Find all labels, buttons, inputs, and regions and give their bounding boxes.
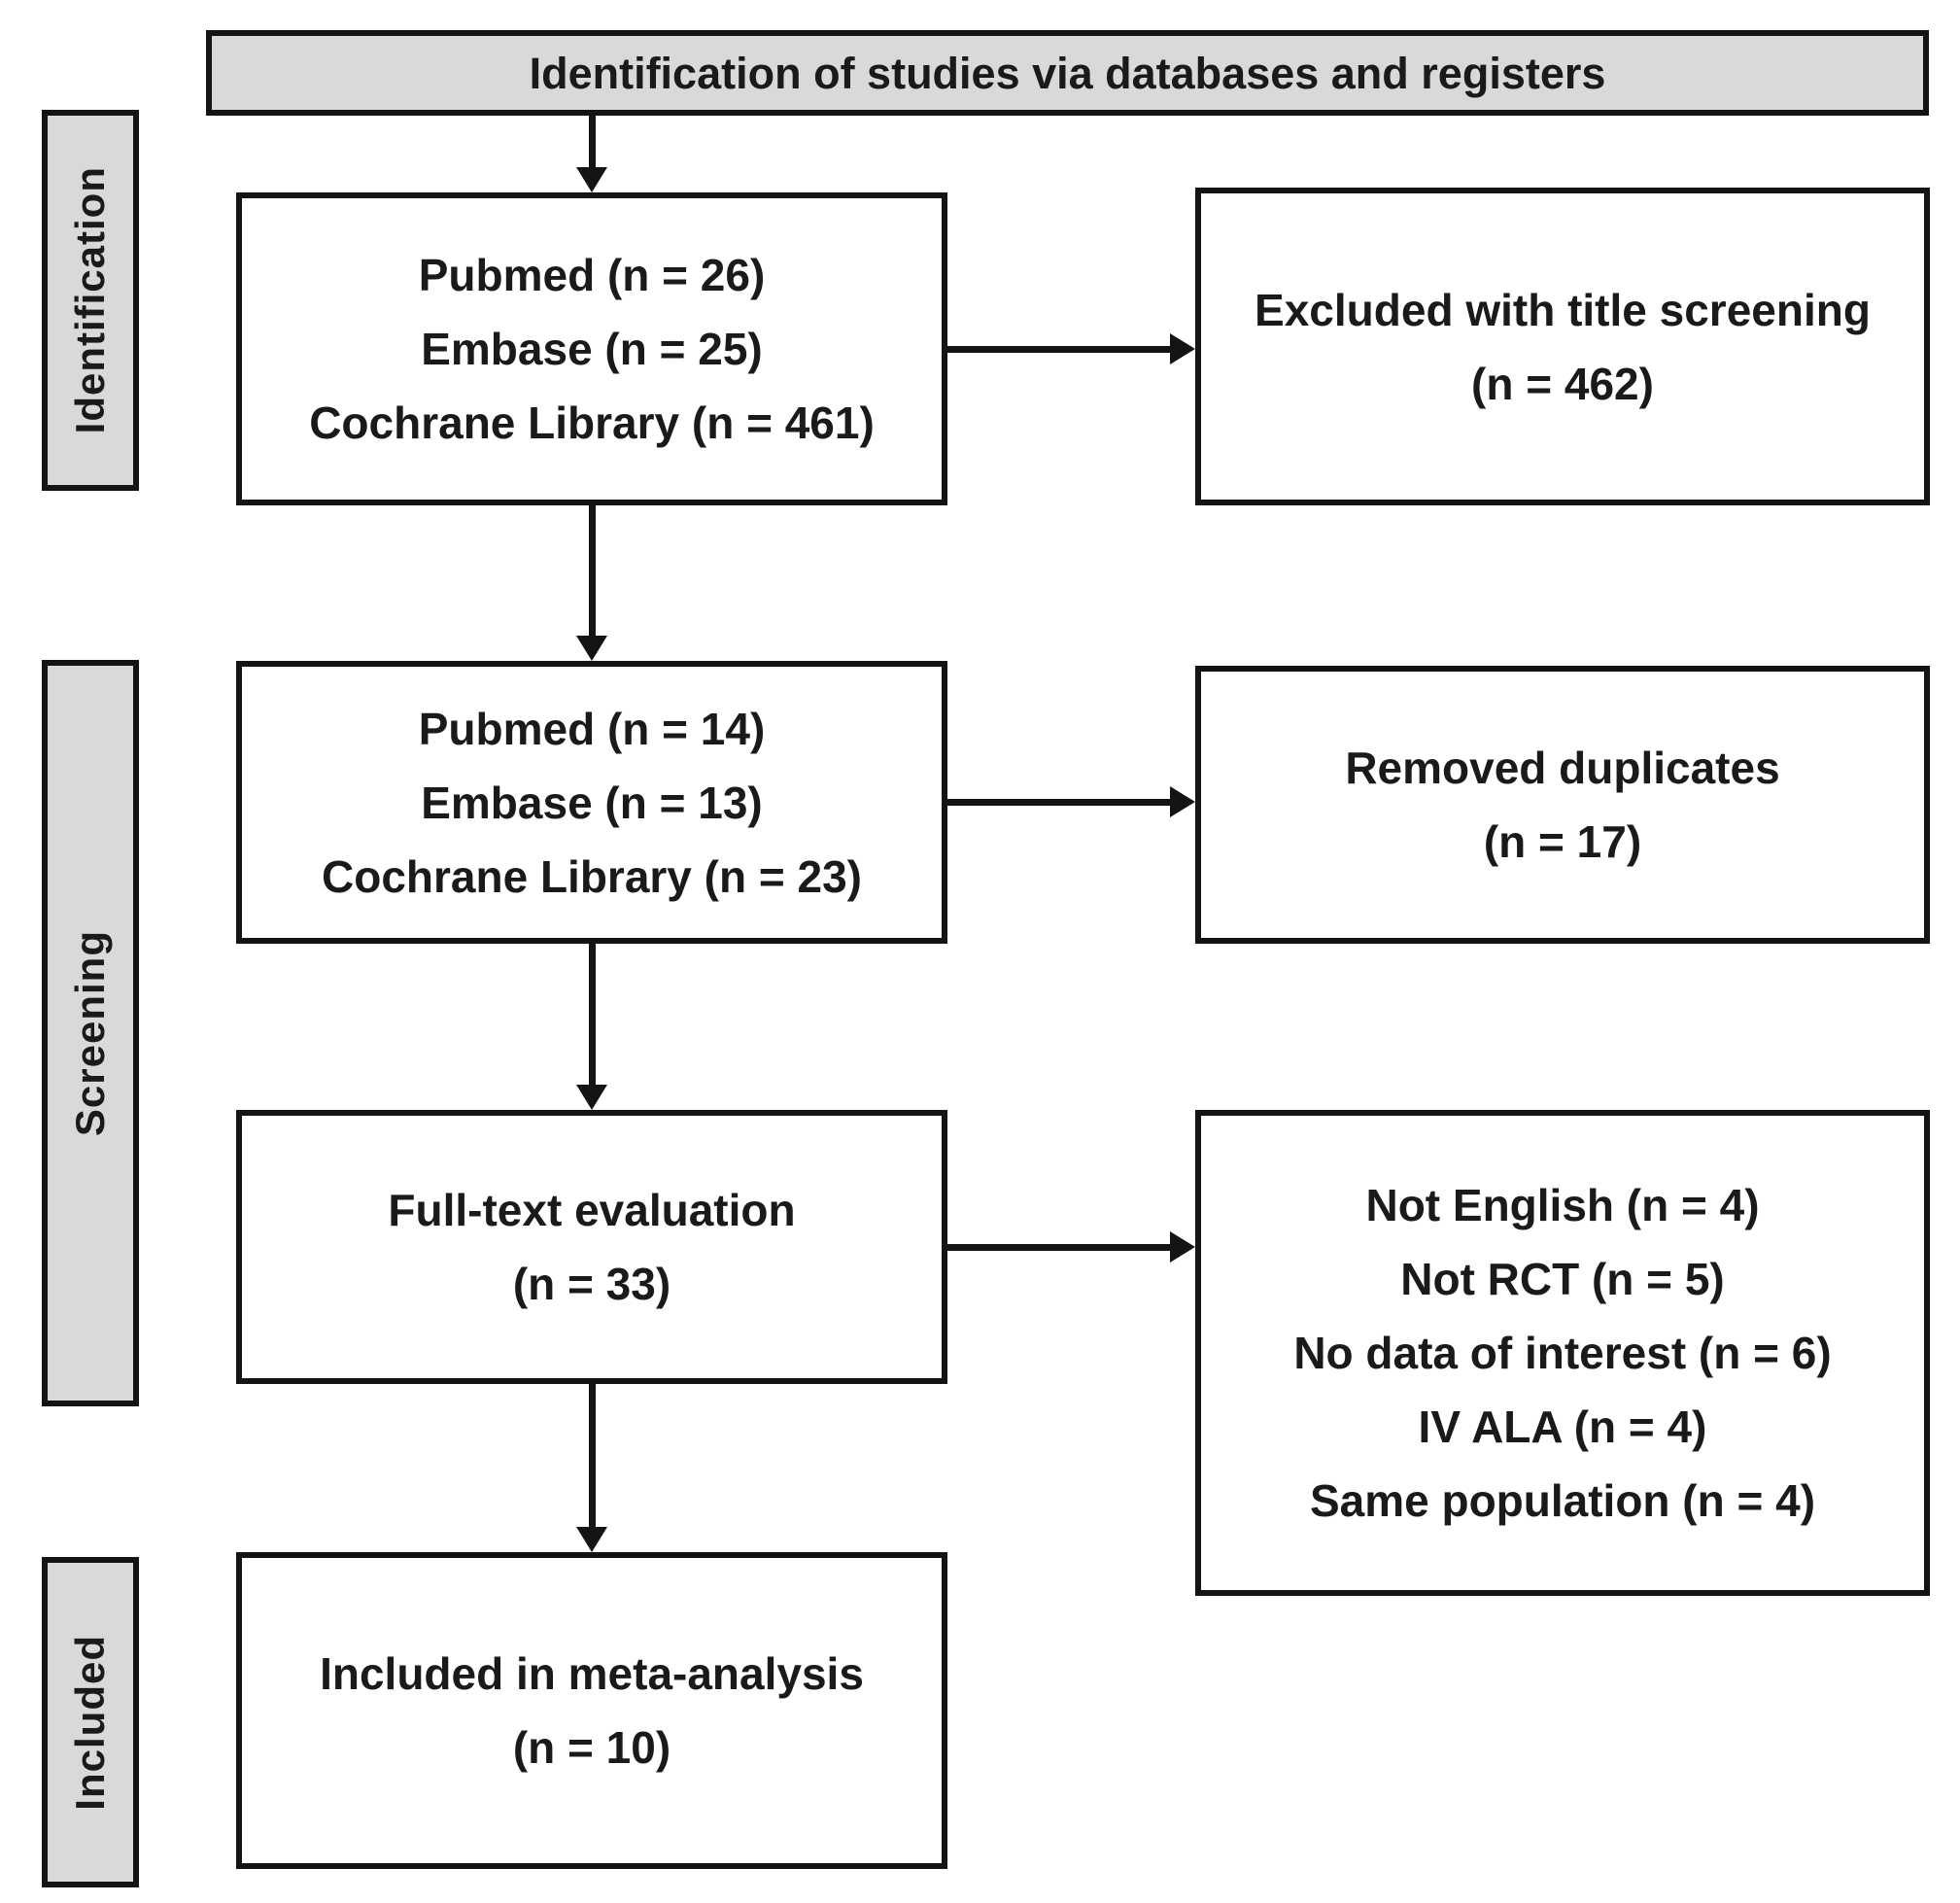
box-text-line: (n = 17) bbox=[1483, 816, 1642, 867]
box-text-line: (n = 33) bbox=[512, 1259, 671, 1309]
box-text-line: Not RCT (n = 5) bbox=[1400, 1254, 1725, 1304]
stage-label-screening-text: Screening bbox=[67, 929, 113, 1137]
arrowhead-fulltext-to-included bbox=[576, 1527, 607, 1552]
box-text-line: Removed duplicates bbox=[1345, 743, 1780, 793]
box-full-text-evaluation: Full-text evaluation (n = 33) bbox=[236, 1110, 947, 1384]
box-text-line: IV ALA (n = 4) bbox=[1418, 1401, 1707, 1452]
arrow-fulltext-to-exclusions bbox=[947, 1244, 1172, 1251]
box-text-line: Embase (n = 25) bbox=[421, 324, 763, 374]
box-text-line: Pubmed (n = 26) bbox=[418, 250, 766, 300]
diagram-title-banner: Identification of studies via databases … bbox=[206, 30, 1929, 116]
box-text-line: (n = 10) bbox=[512, 1722, 671, 1773]
arrowhead-fulltext-to-exclusions bbox=[1170, 1231, 1195, 1263]
stage-label-identification: Identification bbox=[42, 110, 139, 491]
box-text-line: Embase (n = 13) bbox=[421, 777, 763, 828]
stage-label-screening: Screening bbox=[42, 660, 139, 1406]
box-text-line: Included in meta-analysis bbox=[320, 1648, 864, 1699]
stage-label-included-text: Included bbox=[67, 1634, 113, 1811]
arrowhead-header-to-identified bbox=[576, 167, 607, 192]
stage-label-included: Included bbox=[42, 1557, 139, 1887]
box-text-line: Pubmed (n = 14) bbox=[418, 703, 766, 754]
box-text-line: Full-text evaluation bbox=[388, 1185, 796, 1235]
arrow-screening-to-fulltext bbox=[589, 944, 596, 1087]
arrowhead-screening-to-duplicates bbox=[1170, 786, 1195, 817]
box-included-meta-analysis: Included in meta-analysis (n = 10) bbox=[236, 1552, 947, 1869]
box-text-line: No data of interest (n = 6) bbox=[1293, 1328, 1832, 1378]
box-records-after-title-screening: Pubmed (n = 14) Embase (n = 13) Cochrane L… bbox=[236, 661, 947, 944]
arrowhead-screening-to-fulltext bbox=[576, 1085, 607, 1110]
arrow-identified-to-excluded bbox=[947, 346, 1172, 353]
box-text-line: Same population (n = 4) bbox=[1309, 1475, 1816, 1526]
box-text-line: Cochrane Library (n = 461) bbox=[309, 398, 875, 448]
arrow-screening-to-duplicates bbox=[947, 799, 1172, 806]
box-text-line: Excluded with title screening bbox=[1255, 284, 1871, 335]
diagram-title: Identification of studies via databases … bbox=[529, 48, 1606, 98]
box-text-line: Not English (n = 4) bbox=[1365, 1180, 1760, 1230]
arrowhead-identified-to-excluded bbox=[1170, 333, 1195, 364]
arrow-header-to-identified bbox=[589, 116, 596, 169]
box-records-identified: Pubmed (n = 26) Embase (n = 25) Cochrane L… bbox=[236, 192, 947, 505]
box-full-text-exclusions: Not English (n = 4) Not RCT (n = 5) No dat… bbox=[1195, 1110, 1930, 1596]
arrow-fulltext-to-included bbox=[589, 1384, 596, 1529]
arrow-identified-to-screening bbox=[589, 505, 596, 638]
box-excluded-title-screening: Excluded with title screening (n = 462) bbox=[1195, 188, 1930, 505]
arrowhead-identified-to-screening bbox=[576, 636, 607, 661]
box-text-line: (n = 462) bbox=[1471, 358, 1654, 409]
stage-label-identification-text: Identification bbox=[67, 166, 113, 434]
box-removed-duplicates: Removed duplicates (n = 17) bbox=[1195, 666, 1930, 944]
box-text-line: Cochrane Library (n = 23) bbox=[322, 850, 862, 902]
